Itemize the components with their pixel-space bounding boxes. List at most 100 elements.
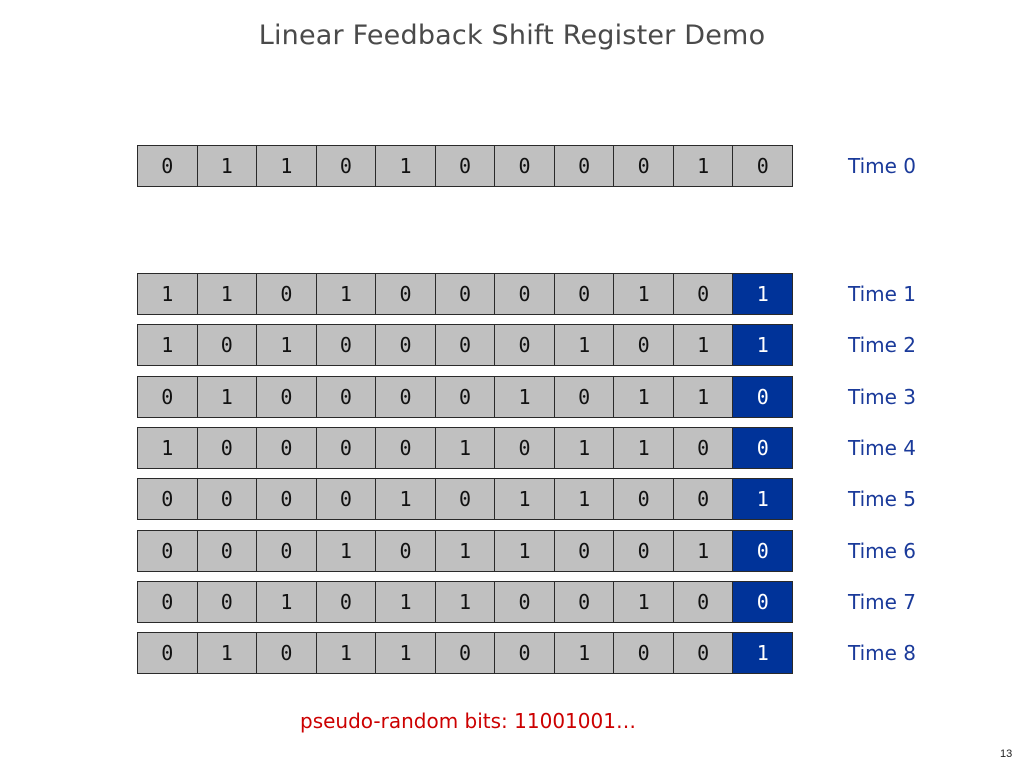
output-bit-cell: 0 (733, 428, 793, 468)
bit-cell: 0 (257, 428, 317, 468)
bit-cell: 0 (376, 428, 436, 468)
bit-cell: 0 (376, 274, 436, 314)
bit-cell: 1 (614, 428, 674, 468)
bit-cell: 1 (138, 274, 198, 314)
bit-cell: 1 (316, 633, 377, 673)
bit-cell: 0 (138, 479, 198, 519)
bit-cell: 0 (614, 325, 674, 365)
bit-cell: 0 (673, 479, 734, 519)
bit-cell: 0 (554, 146, 615, 186)
bit-cell: 0 (316, 377, 377, 417)
bit-cell: 0 (495, 325, 555, 365)
bit-cell: 0 (316, 428, 377, 468)
output-bit-cell: 1 (733, 633, 793, 673)
bit-cell: 0 (197, 479, 258, 519)
bit-cell: 1 (435, 582, 496, 622)
bit-cell: 0 (257, 633, 317, 673)
bit-cell: 0 (614, 633, 674, 673)
bit-cell: 0 (138, 146, 198, 186)
bit-cell: 0 (316, 325, 377, 365)
bit-cell: 1 (614, 582, 674, 622)
output-bit-cell: 1 (733, 325, 793, 365)
bit-cell: 1 (554, 325, 615, 365)
bit-cell: 0 (316, 582, 377, 622)
bit-cell: 1 (257, 146, 317, 186)
output-bit-cell: 0 (733, 582, 793, 622)
bit-cell: 0 (197, 531, 258, 571)
time-label-4: Time 4 (848, 436, 917, 460)
time-label-8: Time 8 (848, 641, 917, 665)
bit-cell: 0 (673, 633, 734, 673)
bit-cell: 1 (257, 325, 317, 365)
bit-cell: 1 (495, 531, 555, 571)
bit-cell: 1 (435, 531, 496, 571)
bit-cell: 0 (435, 274, 496, 314)
bit-cell: 1 (257, 582, 317, 622)
output-bit-cell: 1 (733, 479, 793, 519)
bit-cell: 1 (138, 428, 198, 468)
output-bit-cell: 0 (733, 531, 793, 571)
bit-cell: 1 (376, 479, 436, 519)
bit-cell: 1 (316, 274, 377, 314)
bit-cell: 1 (673, 531, 734, 571)
bit-cell: 0 (376, 531, 436, 571)
bit-cell: 1 (554, 428, 615, 468)
bit-cell: 1 (376, 146, 436, 186)
bit-cell: 0 (257, 274, 317, 314)
page-number: 13 (1000, 748, 1013, 760)
time-label-5: Time 5 (848, 487, 917, 511)
output-bit-cell: 1 (733, 274, 793, 314)
bit-cell: 0 (733, 146, 793, 186)
bit-cell: 1 (673, 377, 734, 417)
bit-cell: 0 (495, 146, 555, 186)
bit-cell: 1 (614, 377, 674, 417)
bit-cell: 1 (435, 428, 496, 468)
pseudo-random-bits-caption: pseudo-random bits: 11001001… (300, 709, 636, 733)
bit-cell: 0 (316, 146, 377, 186)
bit-cell: 1 (197, 633, 258, 673)
bit-cell: 0 (614, 479, 674, 519)
bit-cell: 0 (197, 582, 258, 622)
bit-cell: 1 (197, 146, 258, 186)
output-bit-cell: 0 (733, 377, 793, 417)
bit-cell: 0 (435, 325, 496, 365)
bit-cell: 1 (673, 325, 734, 365)
bit-cell: 1 (138, 325, 198, 365)
bit-cell: 0 (316, 479, 377, 519)
bit-cell: 0 (197, 325, 258, 365)
bit-cell: 0 (495, 428, 555, 468)
time-label-7: Time 7 (848, 590, 917, 614)
time-label-2: Time 2 (848, 333, 917, 357)
bit-cell: 0 (673, 428, 734, 468)
bit-cell: 0 (435, 146, 496, 186)
bit-cell: 0 (197, 428, 258, 468)
bit-cell: 1 (614, 274, 674, 314)
bit-cell: 1 (673, 146, 734, 186)
bit-cell: 0 (138, 633, 198, 673)
bit-cell: 0 (554, 377, 615, 417)
bit-cell: 1 (495, 479, 555, 519)
bit-cell: 0 (554, 582, 615, 622)
bit-cell: 0 (435, 479, 496, 519)
bit-cell: 0 (257, 479, 317, 519)
bit-cell: 1 (495, 377, 555, 417)
slide-title: Linear Feedback Shift Register Demo (258, 20, 766, 51)
bit-cell: 1 (197, 377, 258, 417)
bit-cell: 1 (376, 582, 436, 622)
bit-cell: 0 (495, 274, 555, 314)
bit-cell: 0 (614, 531, 674, 571)
bit-cell: 0 (138, 377, 198, 417)
bit-cell: 0 (435, 633, 496, 673)
bit-cell: 0 (673, 582, 734, 622)
bit-cell: 0 (138, 531, 198, 571)
time-label-6: Time 6 (848, 539, 917, 563)
bit-cell: 1 (554, 633, 615, 673)
bit-cell: 0 (614, 146, 674, 186)
bit-cell: 0 (257, 377, 317, 417)
